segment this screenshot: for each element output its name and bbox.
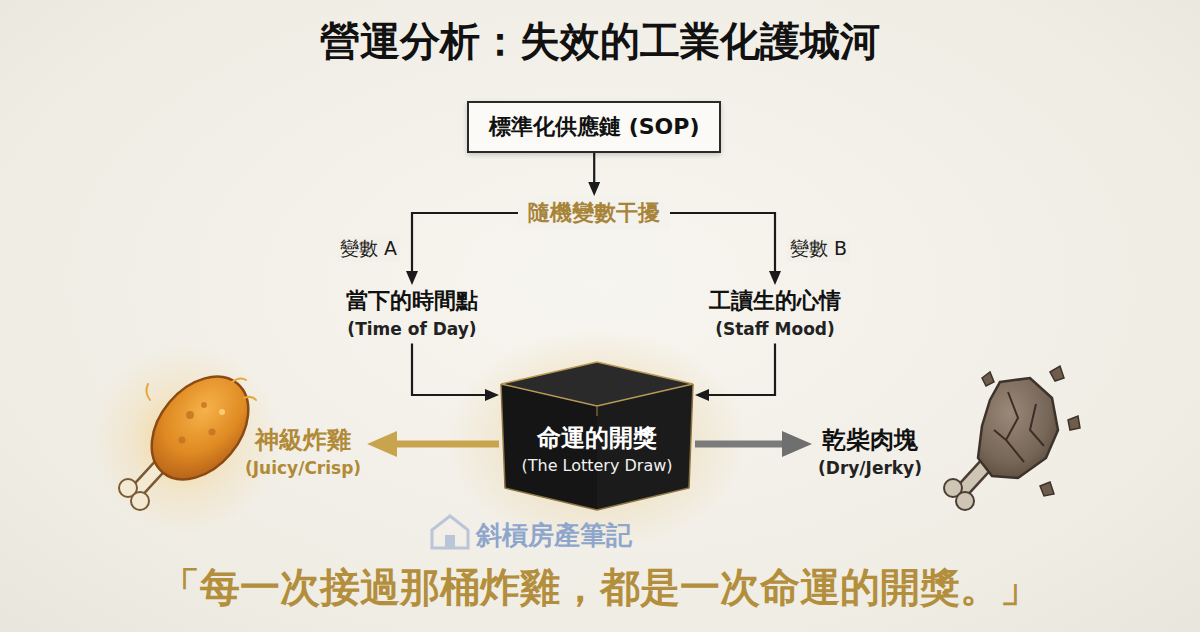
- juicy-drumstick: [119, 358, 268, 510]
- connector: [412, 213, 518, 279]
- node-title: 命運的開獎: [499, 424, 695, 453]
- node-title: 神級炸雞: [245, 425, 361, 455]
- node-title: 工讀生的心情: [709, 287, 841, 316]
- edge-label: 變數 B: [787, 236, 850, 262]
- node-subtitle: (Staff Mood): [709, 318, 841, 342]
- edge-label: 變數 A: [337, 236, 400, 262]
- node-title: 隨機變數干擾: [528, 198, 660, 228]
- node-subtitle: (The Lottery Draw): [499, 455, 695, 477]
- lottery-cube: 命運的開獎(The Lottery Draw): [499, 360, 695, 512]
- variable-node: 當下的時間點(Time of Day): [340, 285, 484, 343]
- junction-label: 隨機變數干擾: [518, 196, 670, 230]
- connector: [701, 343, 775, 395]
- caption-quote: 「每一次接過那桶炸雞，都是一次命運的開獎。」: [0, 560, 1200, 615]
- node-subtitle: (Dry/Jerky): [818, 457, 922, 481]
- process-box: 標準化供應鏈 (SOP): [467, 101, 721, 153]
- chicken-glow: [90, 345, 280, 535]
- cube-top: [501, 362, 693, 406]
- connector: [593, 153, 595, 190]
- title-text: 營運分析：失效的工業化護城河: [0, 14, 1200, 69]
- node-subtitle: (Time of Day): [346, 318, 478, 342]
- outcome-good: 神級炸雞(Juicy/Crisp): [239, 423, 367, 483]
- node-title: 標準化供應鏈 (SOP): [489, 112, 699, 142]
- cube-glow: [447, 330, 747, 550]
- connector: [695, 441, 792, 448]
- connector: [387, 441, 499, 448]
- cube-edge: [596, 406, 597, 416]
- connector: [412, 343, 493, 395]
- node-subtitle: (Juicy/Crisp): [245, 457, 361, 481]
- watermark-house: [432, 516, 468, 548]
- node-title: 乾柴肉塊: [818, 425, 922, 455]
- outcome-bad: 乾柴肉塊(Dry/Jerky): [812, 423, 928, 483]
- watermark: 斜槓房產筆記: [476, 518, 632, 553]
- node-title: 當下的時間點: [346, 287, 478, 316]
- dry-drumstick: [944, 366, 1080, 510]
- variable-node: 工讀生的心情(Staff Mood): [703, 285, 847, 343]
- connector: [670, 213, 775, 279]
